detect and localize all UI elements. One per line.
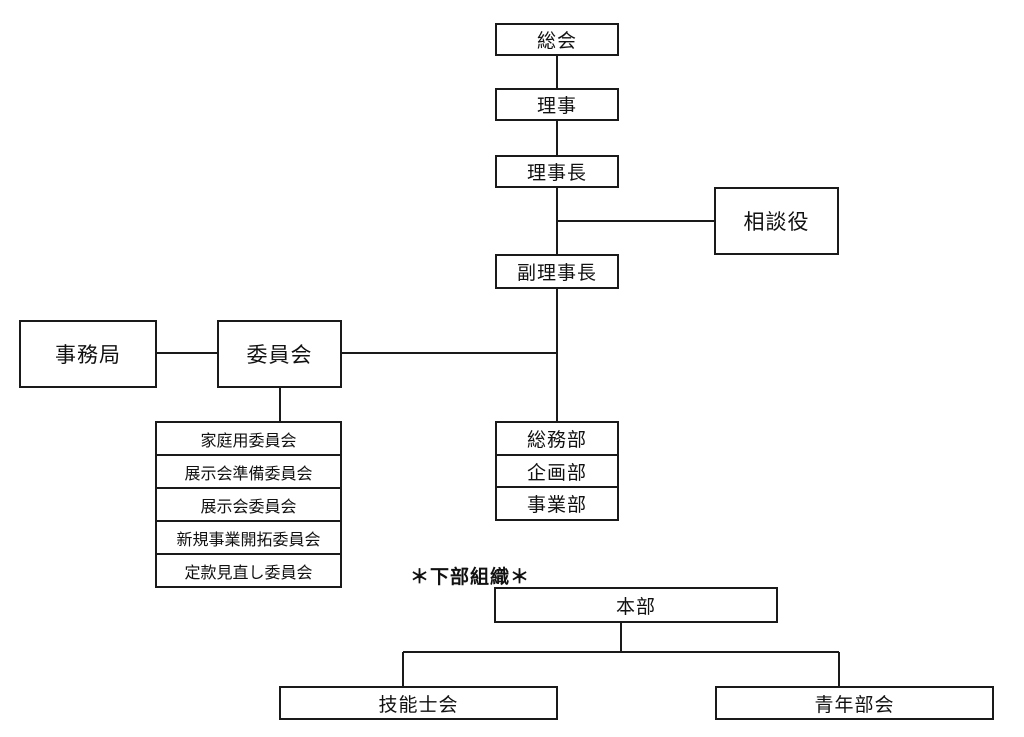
headquarters-box: 本部 — [494, 587, 778, 623]
committee-list: 家庭用委員会 展示会準備委員会 展示会委員会 新規事業開拓委員会 定款見直し委員… — [155, 421, 342, 588]
committee-item: 新規事業開拓委員会 — [157, 520, 340, 553]
chairman-box: 理事長 — [495, 155, 619, 188]
committee-box: 委員会 — [217, 320, 342, 388]
advisor-box: 相談役 — [714, 187, 839, 255]
committee-item: 家庭用委員会 — [200, 430, 297, 450]
committee-item: 定款見直し委員会 — [157, 553, 340, 586]
skilled-workers-box: 技能士会 — [279, 686, 558, 720]
department-list: 総務部 企画部 事業部 — [495, 421, 619, 521]
directors-box: 理事 — [495, 88, 619, 121]
vice-chairman-box: 副理事長 — [495, 254, 619, 289]
secretariat-box: 事務局 — [19, 320, 157, 388]
committee-item: 展示会委員会 — [157, 487, 340, 520]
committee-item: 展示会準備委員会 — [157, 454, 340, 487]
department-item: 事業部 — [497, 486, 617, 519]
general-meeting-box: 総会 — [495, 23, 619, 56]
youth-division-box: 青年部会 — [715, 686, 994, 720]
department-item: 企画部 — [497, 453, 617, 487]
sub-organization-heading: ＊下部組織＊ — [410, 566, 531, 588]
department-item: 総務部 — [526, 428, 587, 451]
